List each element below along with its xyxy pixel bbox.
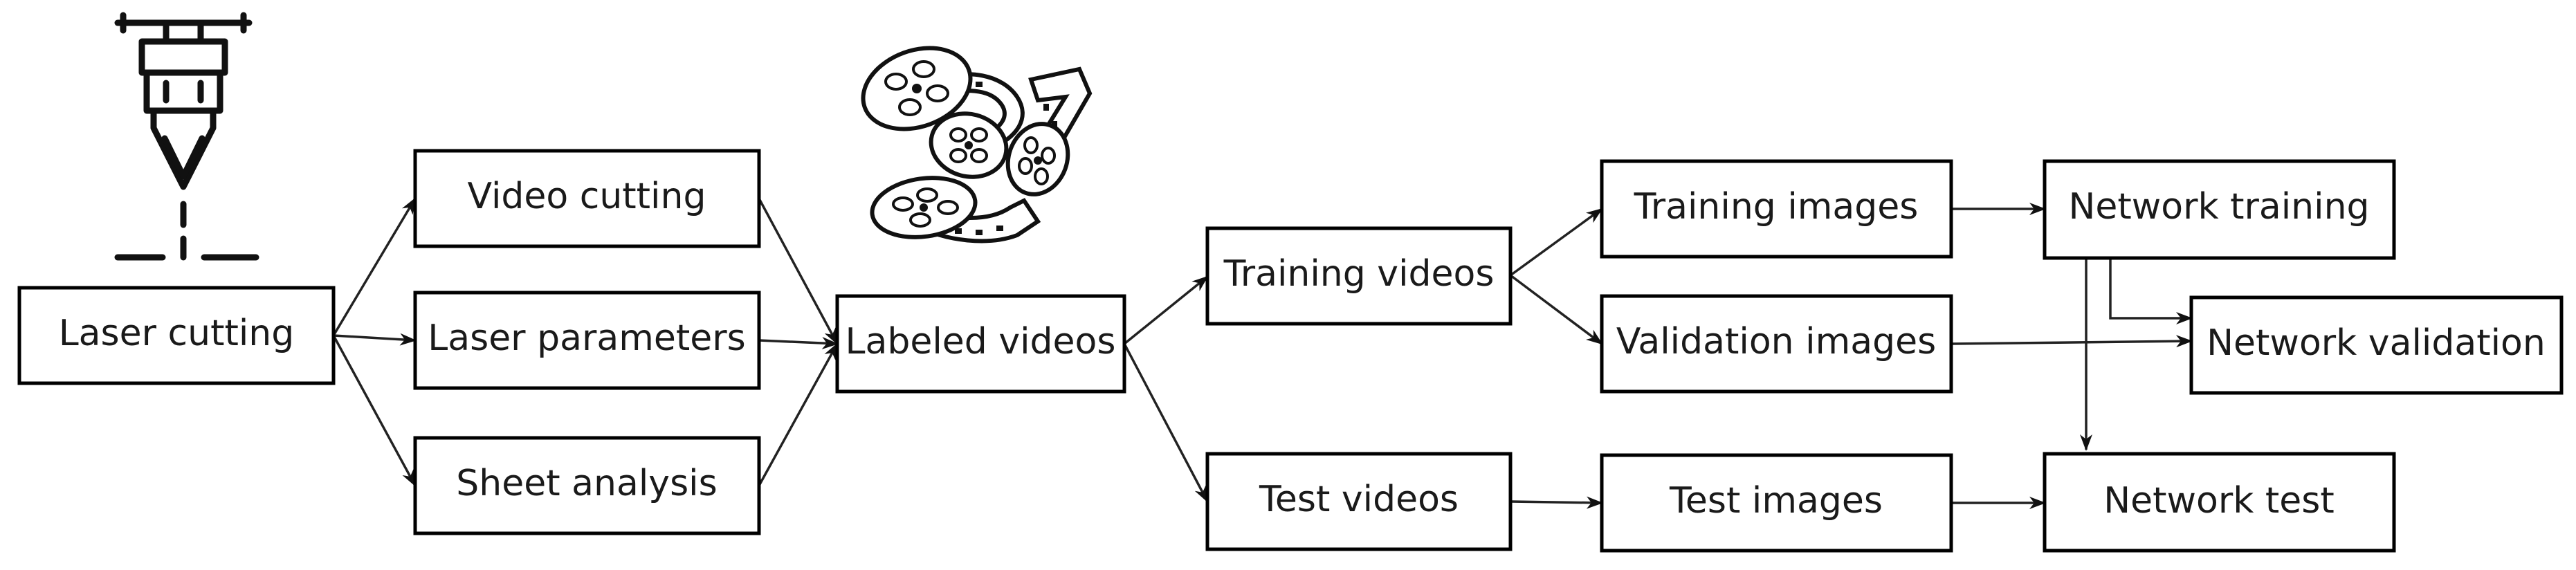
node-label: Video cutting <box>468 176 706 217</box>
edge-video-cutting-to-labeled <box>758 198 839 345</box>
node-test-videos: Test videos <box>1205 452 1513 551</box>
node-validation-images: Validation images <box>1600 294 1953 394</box>
node-label: Validation images <box>1616 321 1936 362</box>
node-network-test: Network test <box>2043 452 2396 553</box>
node-label: Sheet analysis <box>456 463 717 504</box>
edges <box>332 197 2193 509</box>
node-label: Laser cutting <box>59 313 295 354</box>
node-label: Labeled videos <box>846 321 1116 362</box>
edge-laser-to-video-cutting <box>332 197 417 336</box>
edge-sheet-analysis-to-labeled <box>758 342 839 486</box>
node-video-cutting: Video cutting <box>413 149 761 248</box>
edge-validation-images-to-network-validation <box>1951 335 2193 348</box>
node-training-images: Training images <box>1600 159 1953 259</box>
edge-laser-to-sheet-analysis <box>332 335 417 487</box>
edge-laser-parameters-to-labeled <box>758 337 839 350</box>
edge-labeled-to-test-videos <box>1123 343 1209 503</box>
node-label: Network training <box>2068 186 2369 228</box>
node-label: Laser parameters <box>428 318 745 359</box>
node-laser-parameters: Laser parameters <box>413 291 761 390</box>
edge-laser-to-laser-parameters <box>333 333 417 346</box>
node-laser-cutting: Laser cutting <box>17 286 336 385</box>
node-label: Test videos <box>1259 479 1459 520</box>
edge-training-videos-to-validation-images <box>1509 274 1603 345</box>
node-training-videos: Training videos <box>1205 226 1513 326</box>
node-network-training: Network training <box>2043 159 2396 260</box>
edge-network-training-to-network-validation <box>2109 258 2193 324</box>
edge-labeled-to-training-videos <box>1123 275 1209 345</box>
node-label: Test images <box>1669 480 1883 522</box>
edge-test-videos-to-test-images <box>1510 496 1603 509</box>
node-label: Training images <box>1634 186 1919 228</box>
film-reels-icon <box>861 46 1093 243</box>
node-label: Network validation <box>2207 322 2546 364</box>
laser-head-icon <box>114 12 259 261</box>
node-network-validation: Network validation <box>2189 295 2564 395</box>
node-label: Network test <box>2103 480 2335 522</box>
edge-training-videos-to-training-images <box>1509 208 1603 277</box>
node-test-images: Test images <box>1600 453 1953 553</box>
node-sheet-analysis: Sheet analysis <box>413 436 761 535</box>
node-label: Training videos <box>1223 253 1495 295</box>
node-labeled-videos: Labeled videos <box>835 294 1126 394</box>
